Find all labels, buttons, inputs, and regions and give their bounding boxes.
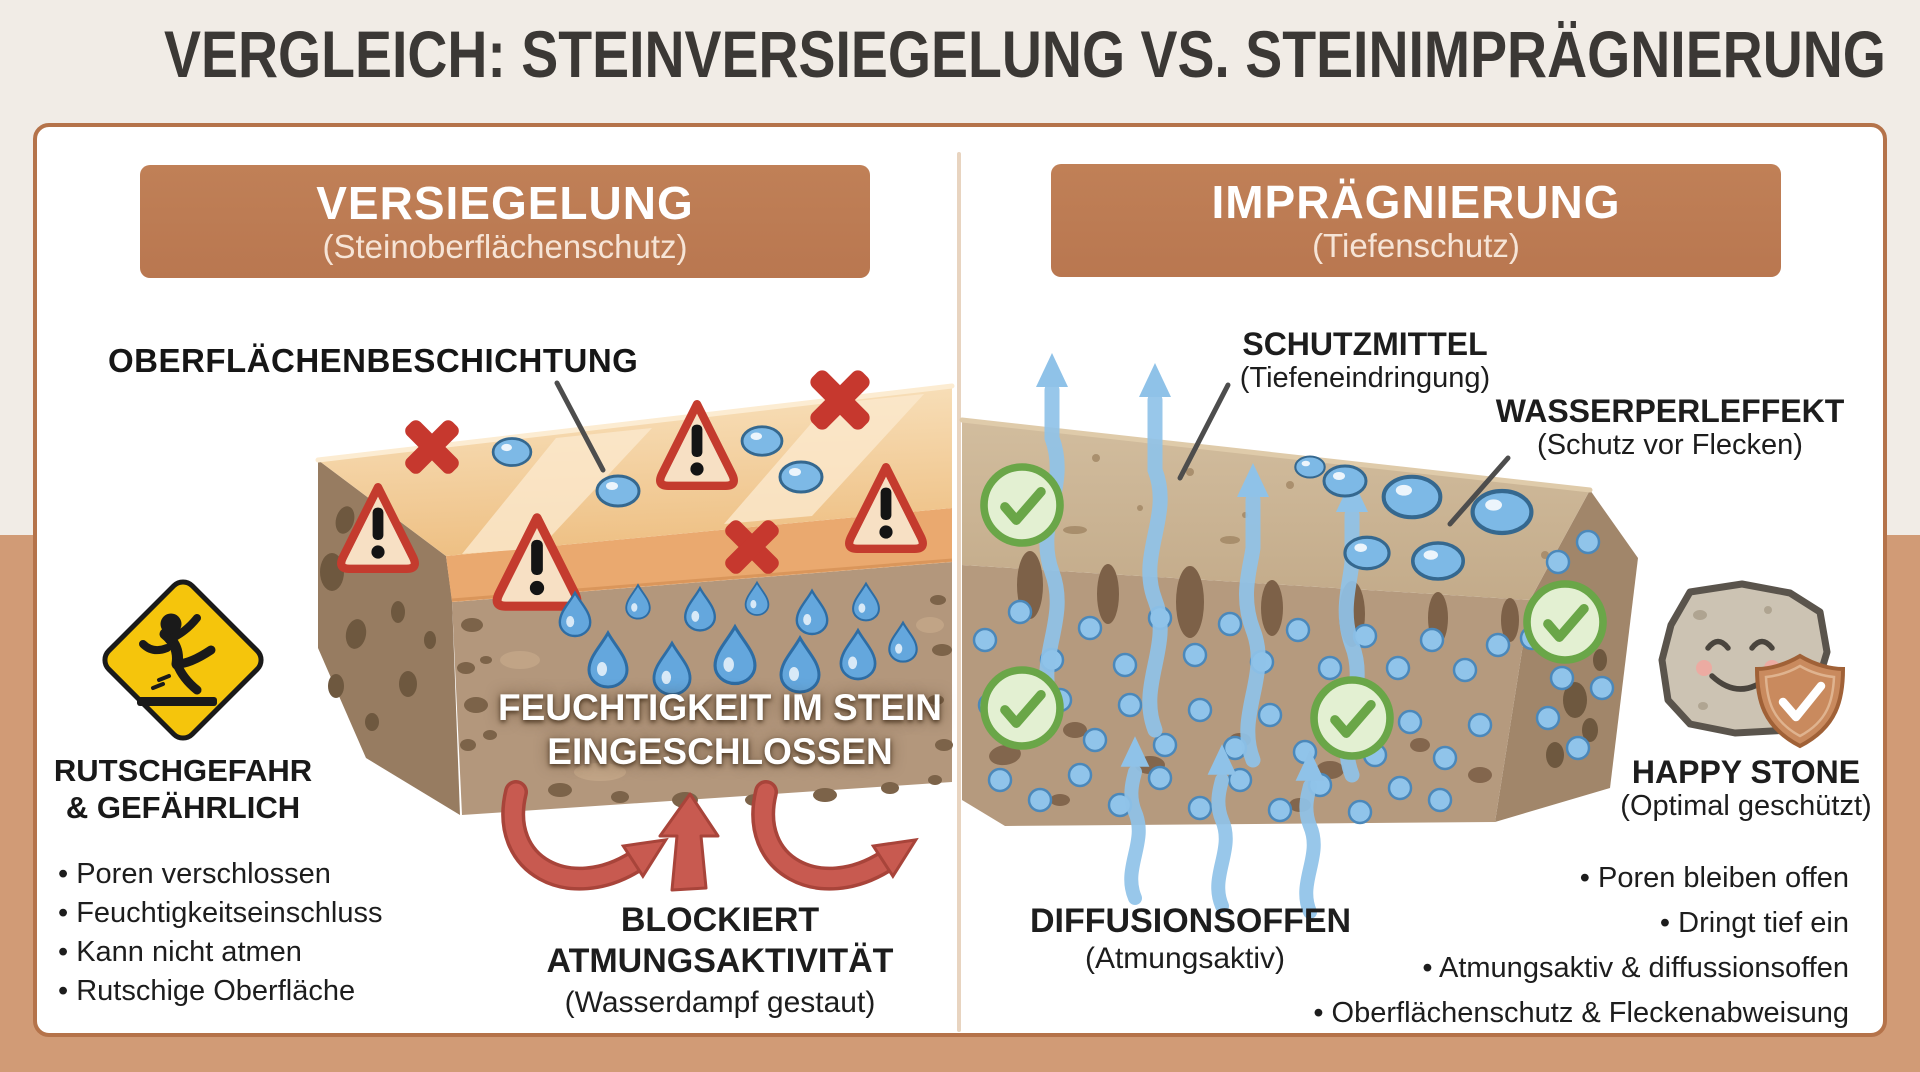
versiegelung-title: VERSIEGELUNG: [316, 177, 694, 229]
list-item: • Feuchtigkeitseinschluss: [58, 897, 383, 929]
impraegnierung-subtitle: (Tiefenschutz): [1312, 227, 1520, 264]
coating-label: OBERFLÄCHENBESCHICHTUNG: [108, 342, 639, 379]
list-item: • Poren bleiben offen: [1579, 862, 1849, 894]
list-item: • Rutschige Oberfläche: [58, 975, 356, 1007]
impraegnierung-bullet-list: • Poren bleiben offen • Dringt tief ein …: [1313, 856, 1849, 1036]
list-item: • Dringt tief ein: [1659, 907, 1849, 939]
versiegelung-header: VERSIEGELUNG (Steinoberflächenschutz): [140, 165, 870, 278]
impraegnierung-title: IMPRÄGNIERUNG: [1211, 176, 1621, 228]
list-item: • Poren verschlossen: [58, 858, 331, 890]
wasserperleffekt-label: WASSERPERLEFFEKT (Schutz vor Flecken): [1495, 393, 1845, 461]
slip-hazard-caption: RUTSCHGEFAHR & GEFÄHRLICH: [53, 753, 313, 825]
happy-stone-caption: HAPPY STONE (Optimal geschützt): [1620, 754, 1872, 822]
list-item: • Oberflächenschutz & Fleckenabweisung: [1313, 997, 1849, 1029]
list-item: • Kann nicht atmen: [58, 936, 302, 968]
schutzmittel-label: SCHUTZMITTEL (Tiefeneindringung): [1239, 326, 1491, 394]
impraegnierung-header: IMPRÄGNIERUNG (Tiefenschutz): [1051, 164, 1781, 277]
list-item: • Atmungsaktiv & diffussionsoffen: [1422, 952, 1849, 984]
diffusion-caption: DIFFUSIONSOFFEN (Atmungsaktiv): [1030, 902, 1352, 975]
blocked-breathing-caption: BLOCKIERT ATMUNGSAKTIVITÄT (Wasserdampf …: [546, 901, 894, 1019]
page-title: VERGLEICH: STEINVERSIEGELUNG VS. STEINIM…: [163, 17, 1886, 91]
versiegelung-bullet-list: • Poren verschlossen • Feuchtigkeitseins…: [58, 855, 382, 1011]
moisture-trapped-caption: FEUCHTIGKEIT IM STEIN EINGESCHLOSSEN: [498, 687, 942, 772]
panel-divider: [957, 152, 961, 1032]
versiegelung-subtitle: (Steinoberflächenschutz): [322, 228, 688, 265]
